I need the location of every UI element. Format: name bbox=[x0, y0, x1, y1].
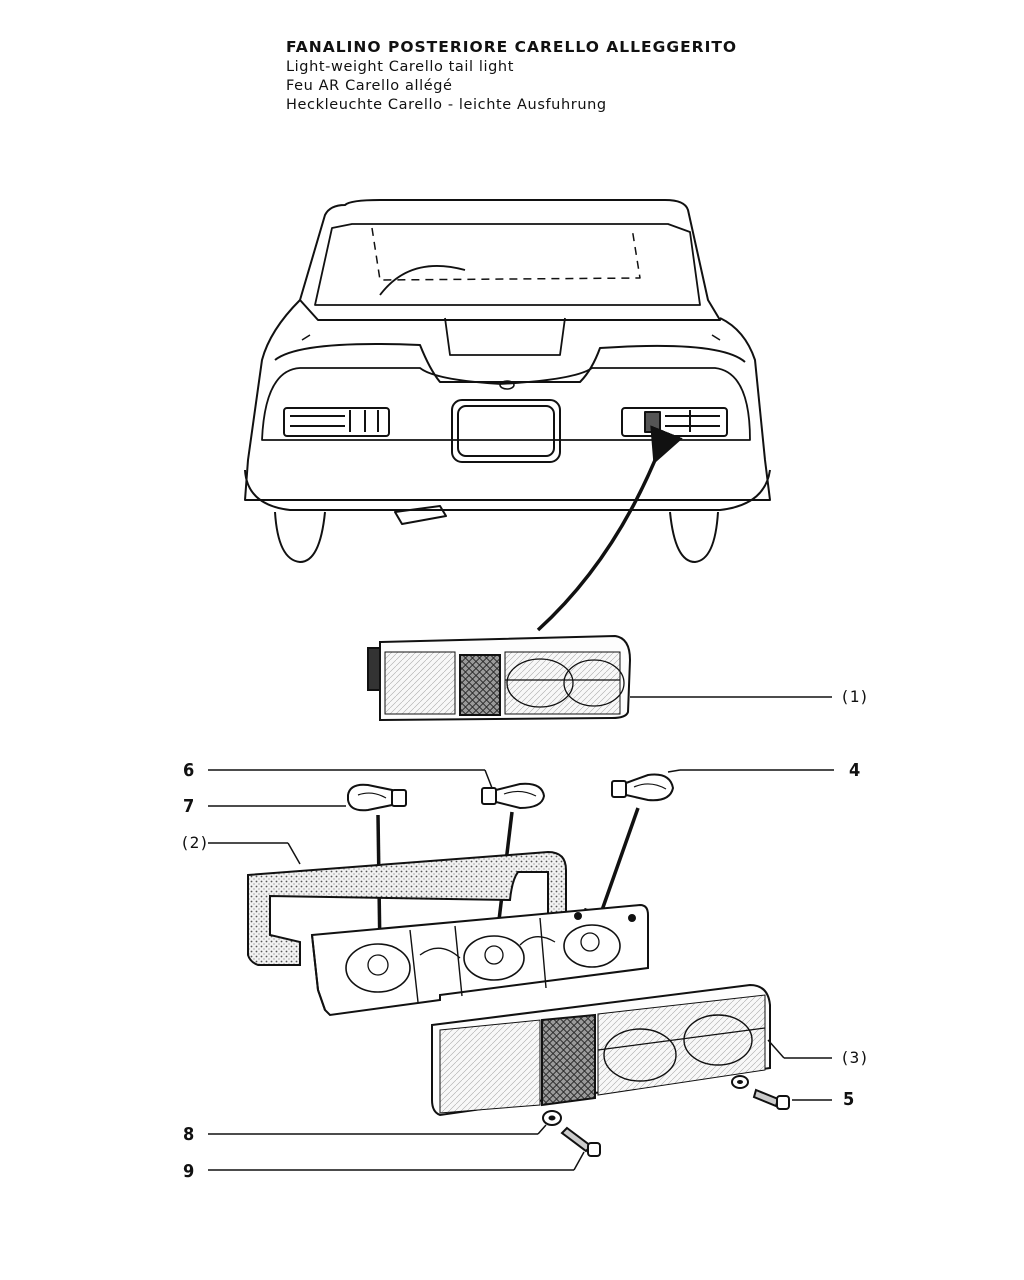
callout-label-7: 7 bbox=[183, 796, 194, 817]
callout-label-2: (2) bbox=[180, 833, 209, 852]
washer-8 bbox=[542, 1110, 562, 1126]
callout-label-5: 5 bbox=[843, 1089, 854, 1110]
callout-label-6: 6 bbox=[183, 760, 194, 781]
callout-label-3: (3) bbox=[840, 1048, 869, 1067]
screw-9 bbox=[560, 1126, 601, 1157]
callout-label-4: 4 bbox=[849, 760, 860, 781]
callout-label-1: (1) bbox=[840, 687, 869, 706]
gasket bbox=[247, 850, 567, 966]
subtitle-french: Feu AR Carello allégé bbox=[286, 78, 453, 94]
screw-5 bbox=[752, 1088, 790, 1110]
bulb-6 bbox=[481, 782, 546, 810]
subtitle-german: Heckleuchte Carello - leichte Ausfuhrung bbox=[286, 97, 607, 113]
callout-label-8: 8 bbox=[183, 1124, 194, 1145]
tail-light-assembly bbox=[367, 634, 632, 722]
lens bbox=[431, 983, 771, 1117]
bulb-7 bbox=[347, 783, 407, 812]
callout-label-9: 9 bbox=[183, 1161, 194, 1182]
bulb-4 bbox=[611, 773, 675, 802]
title-block: FANALINO POSTERIORE CARELLO ALLEGGERITO … bbox=[286, 38, 737, 116]
page-title: FANALINO POSTERIORE CARELLO ALLEGGERITO bbox=[286, 38, 738, 56]
pointer-arrow bbox=[536, 425, 683, 632]
subtitle-english: Light-weight Carello tail light bbox=[286, 59, 515, 75]
bulb-holder-plate bbox=[310, 903, 649, 1017]
car-rear-view bbox=[244, 199, 771, 563]
washer-right bbox=[731, 1075, 749, 1089]
